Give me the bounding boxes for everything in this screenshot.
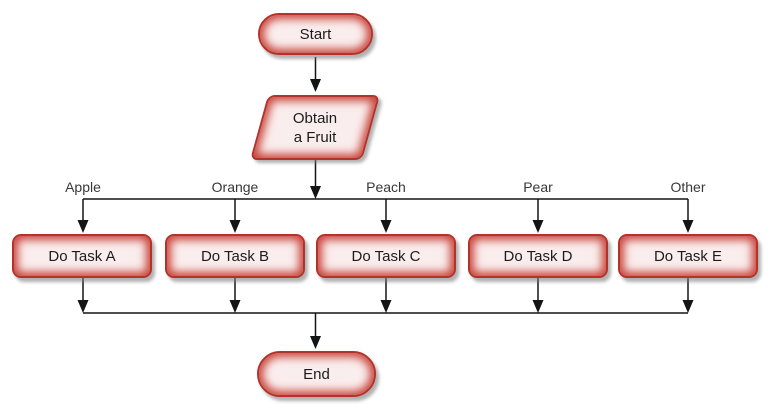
arrowhead [532,220,544,233]
arrowhead [310,336,321,349]
arrowhead [532,300,544,313]
obtain-fruit-label-line1: Obtain [292,109,338,127]
arrowhead [229,300,241,313]
arrowhead [380,220,392,233]
task-node-c: Do Task C [316,234,456,278]
task-node-c-label: Do Task C [351,247,421,265]
arrowhead [380,300,392,313]
task-node-e-label: Do Task E [653,247,723,265]
obtain-fruit-label: Obtain a Fruit [250,95,380,160]
task-node-b: Do Task B [165,234,305,278]
obtain-fruit-node: Obtain a Fruit [250,95,381,160]
task-node-d: Do Task D [468,234,608,278]
branch-label-pear: Pear [523,179,553,195]
arrowhead [682,220,694,233]
branch-label-peach: Peach [366,179,406,195]
task-node-a-label: Do Task A [48,247,116,265]
start-node-label: Start [299,25,332,43]
obtain-fruit-label-line2: a Fruit [293,128,337,146]
task-node-e: Do Task E [618,234,758,278]
arrowhead [229,220,241,233]
end-node-label: End [303,365,330,383]
arrowhead [77,300,89,313]
arrowhead [77,220,89,233]
end-node: End [257,351,376,397]
task-node-b-label: Do Task B [200,247,270,265]
arrowhead [310,186,321,199]
start-node: Start [258,13,373,55]
task-node-d-label: Do Task D [503,247,573,265]
branch-label-orange: Orange [211,179,259,195]
branch-label-apple: Apple [65,179,101,195]
arrowhead [310,79,321,92]
branch-label-other: Other [670,179,706,195]
task-node-a: Do Task A [12,234,152,278]
arrowhead [682,300,694,313]
